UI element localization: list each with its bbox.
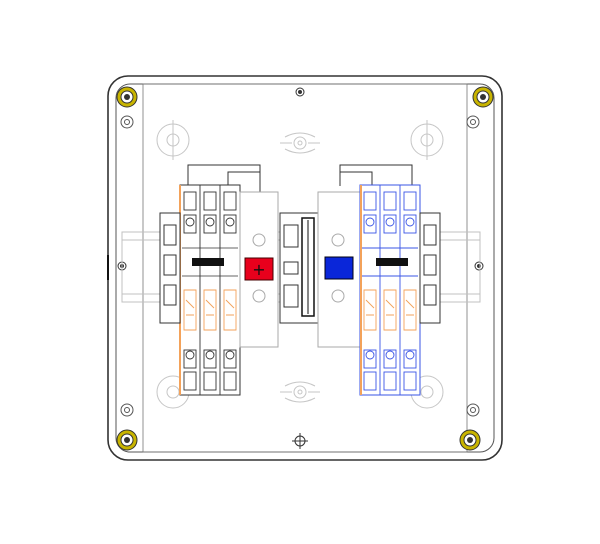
center-switch [279,212,321,324]
screw-icon [116,86,138,108]
left-terminal-block [179,184,241,396]
internal-bosses [156,120,444,409]
minus-square-icon [324,256,354,280]
bottom-crosshair-hole [292,433,308,449]
positive-terminal-marker [244,257,274,281]
wiring-bridges [187,164,413,192]
corner-bosses [120,115,480,417]
plus-icon: + [252,260,265,279]
screw-icon [116,429,138,451]
screw-icon [459,429,481,451]
right-end-stops [419,212,441,324]
screw-icon [472,86,494,108]
right-terminal-block [359,184,421,396]
left-end-stops [159,212,181,324]
